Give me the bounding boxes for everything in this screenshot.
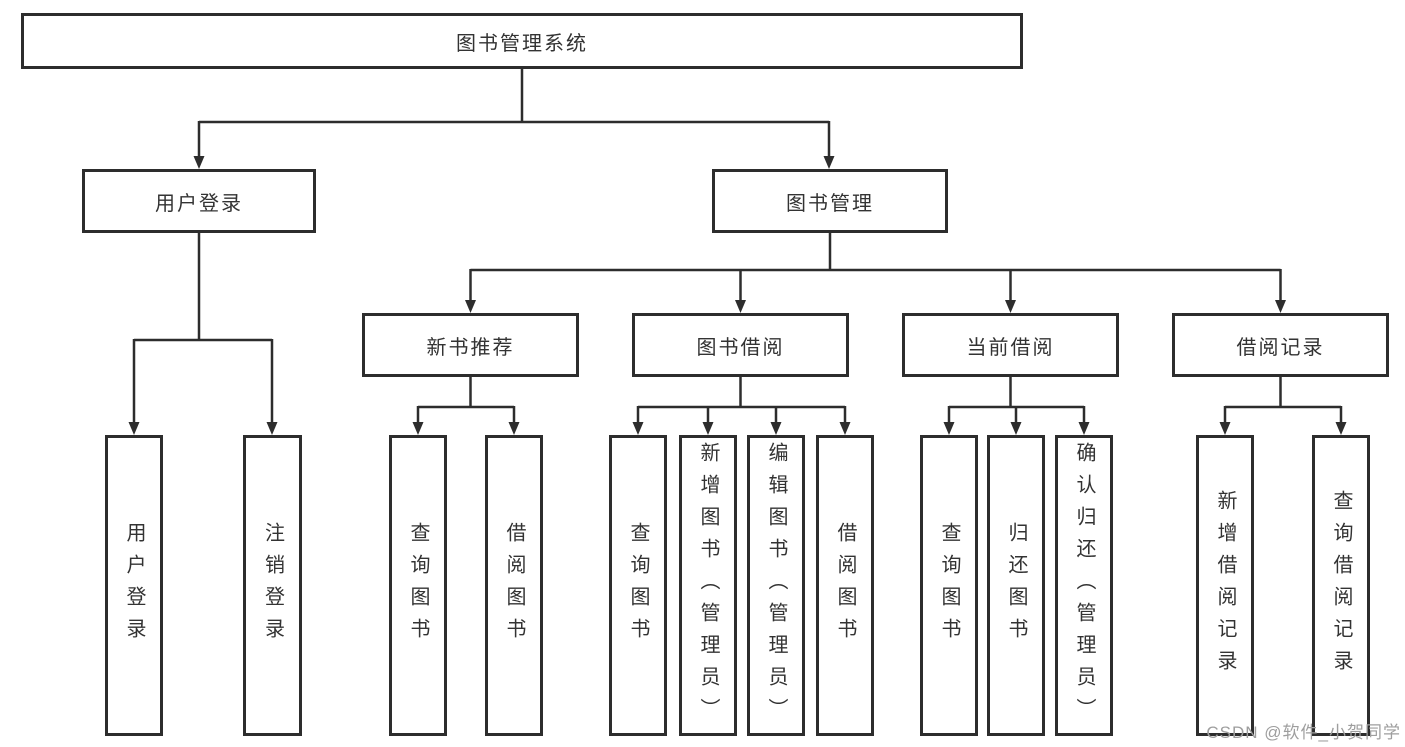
- leaf-borrow-query-book: 查询图书: [609, 435, 667, 736]
- node-user-login: 用户登录: [82, 169, 316, 233]
- node-label: 图书管理系统: [456, 32, 588, 55]
- node-current-borrowing: 当前借阅: [902, 313, 1119, 377]
- node-label: 编辑图书（管理员）: [765, 441, 787, 730]
- node-label: 查询图书: [407, 521, 429, 650]
- node-label: 确认归还（管理员）: [1073, 441, 1095, 730]
- node-root-system: 图书管理系统: [21, 13, 1023, 69]
- node-label: 借阅图书: [834, 521, 856, 650]
- node-label: 图书管理: [786, 192, 874, 215]
- node-label: 新增图书（管理员）: [697, 441, 719, 730]
- leaf-logout: 注销登录: [243, 435, 302, 736]
- leaf-user-login: 用户登录: [105, 435, 163, 736]
- leaf-borrow-edit-book-admin: 编辑图书（管理员）: [747, 435, 805, 736]
- node-new-book-recommend: 新书推荐: [362, 313, 579, 377]
- node-borrowing-records: 借阅记录: [1172, 313, 1389, 377]
- node-label: 新增借阅记录: [1214, 489, 1236, 682]
- node-label: 借阅记录: [1236, 336, 1325, 359]
- node-label: 当前借阅: [966, 336, 1055, 359]
- node-book-management: 图书管理: [712, 169, 948, 233]
- node-label: 查询图书: [938, 521, 960, 650]
- leaf-record-query-record: 查询借阅记录: [1312, 435, 1370, 736]
- leaf-newbook-query-book: 查询图书: [389, 435, 447, 736]
- node-label: 用户登录: [123, 521, 145, 650]
- node-book-borrowing: 图书借阅: [632, 313, 849, 377]
- leaf-current-confirm-return-admin: 确认归还（管理员）: [1055, 435, 1113, 736]
- node-label: 注销登录: [261, 521, 284, 650]
- node-label: 图书借阅: [696, 336, 785, 359]
- node-label: 查询借阅记录: [1330, 489, 1352, 682]
- leaf-newbook-borrow-book: 借阅图书: [485, 435, 543, 736]
- node-label: 用户登录: [155, 192, 243, 215]
- node-label: 新书推荐: [426, 336, 515, 359]
- node-label: 查询图书: [627, 521, 649, 650]
- leaf-current-return-book: 归还图书: [987, 435, 1045, 736]
- node-label: 归还图书: [1005, 521, 1027, 650]
- leaf-record-add-record: 新增借阅记录: [1196, 435, 1254, 736]
- csdn-watermark: CSDN @软件_小贺同学: [1206, 723, 1401, 742]
- leaf-borrow-borrow-book: 借阅图书: [816, 435, 874, 736]
- leaf-borrow-add-book-admin: 新增图书（管理员）: [679, 435, 737, 736]
- leaf-current-query-book: 查询图书: [920, 435, 978, 736]
- node-label: 借阅图书: [503, 521, 525, 650]
